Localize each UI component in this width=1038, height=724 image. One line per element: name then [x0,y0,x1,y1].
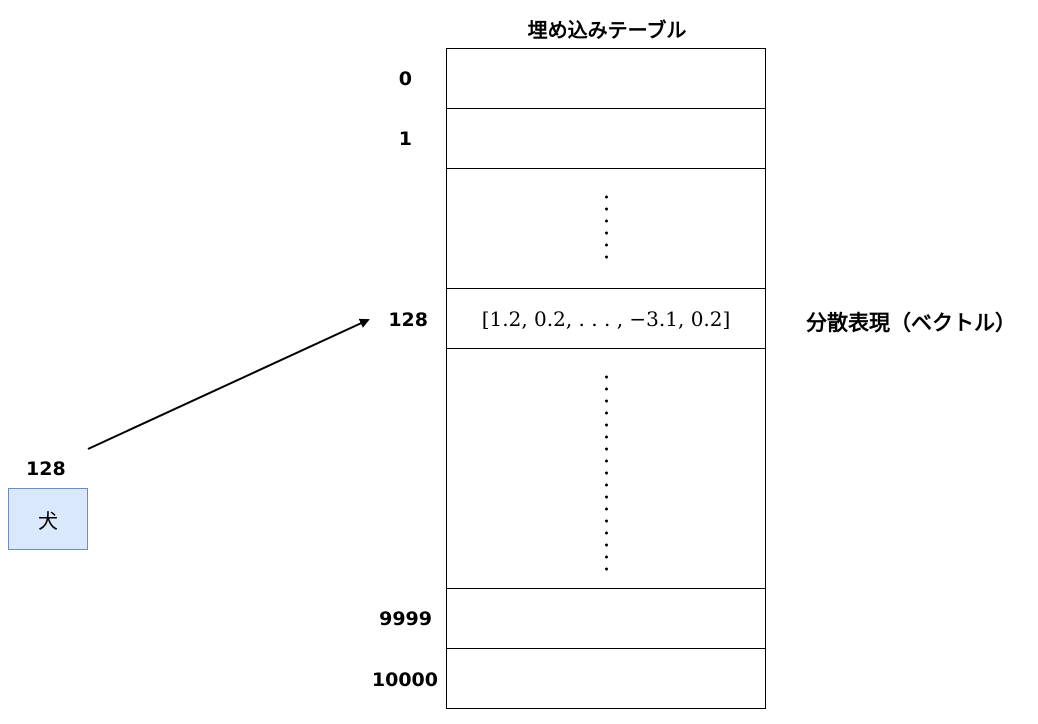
table-row-0 [446,48,766,109]
row-index-9999: 9999 [379,608,432,630]
row-index-10000: 10000 [371,669,438,691]
embedding-table-title: 埋め込みテーブル [527,18,687,42]
row-index-128: 128 [388,309,428,331]
table-row-1 [446,108,766,169]
word-index-label: 128 [26,458,66,480]
vertical-ellipsis [605,191,608,265]
row-index-1: 1 [398,128,412,150]
table-row-10000 [446,648,766,709]
table-row-128: [1.2, 0.2, . . . , −3.1, 0.2] [446,288,766,349]
table-row-9999 [446,588,766,649]
row-index-0: 0 [398,68,412,90]
word-node[interactable]: 犬 [8,488,88,550]
vector-label: 分散表現（ベクトル） [806,311,1016,335]
vector-value: [1.2, 0.2, . . . , −3.1, 0.2] [481,306,731,331]
vertical-ellipsis [605,371,608,571]
table-row-ellipsis-lower [446,348,766,589]
table-row-ellipsis-upper [446,168,766,289]
word-text: 犬 [38,508,58,533]
